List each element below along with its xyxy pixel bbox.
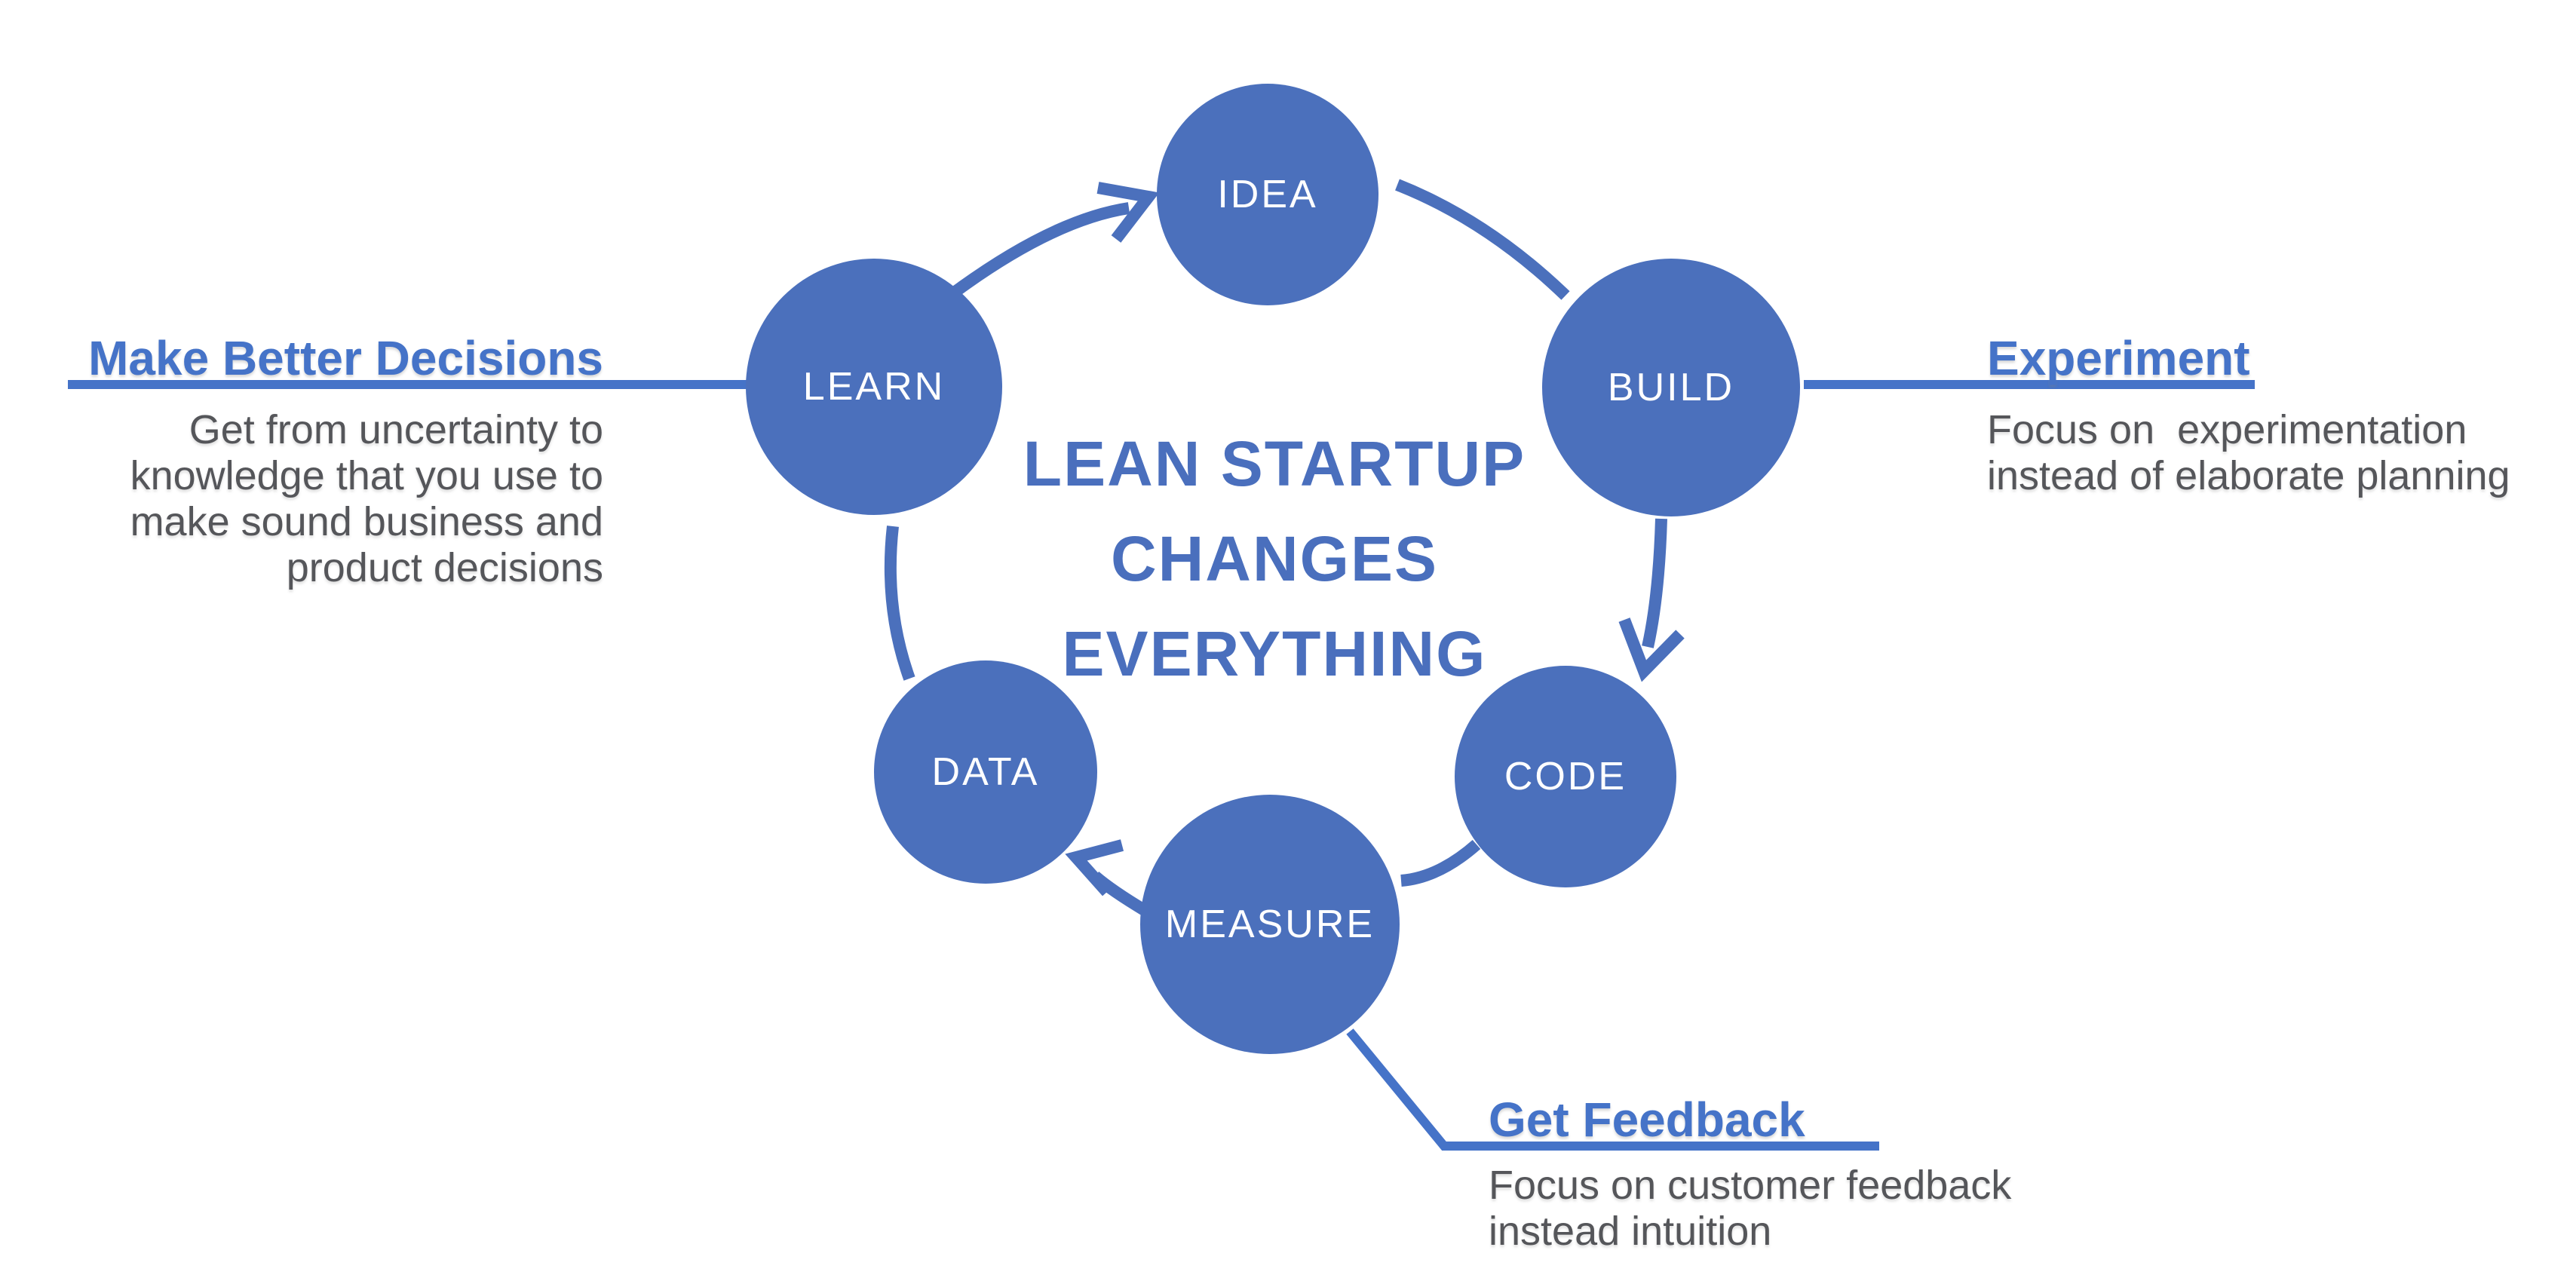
step-circle-build [1542, 259, 1800, 516]
step-label-build: BUILD [1607, 366, 1735, 409]
left-annotation-body-line-2: knowledge that you use to [130, 453, 603, 498]
bottom-annotation-body: Focus on customer feedback instead intui… [1489, 1163, 2062, 1255]
step-label-data: DATA [931, 750, 1040, 794]
connector-idea-to-build [1395, 179, 1570, 300]
step-label-code: CODE [1504, 755, 1627, 798]
step-circle-learn [746, 259, 1002, 515]
step-label-learn: LEARN [802, 365, 946, 409]
bottom-annotation-line [1346, 1028, 1879, 1151]
step-label-idea: IDEA [1217, 173, 1318, 216]
step-circle-measure [1140, 795, 1400, 1054]
step-label-measure: MEASURE [1164, 903, 1375, 946]
page-title: LEAN STARTUP CHANGES EVERYTHING [897, 416, 1651, 701]
arrowhead-build-to-code-icon [1618, 618, 1685, 682]
left-annotation-heading: Make Better Decisions [88, 331, 603, 385]
bottom-annotation-body-line-2: instead intuition [1489, 1209, 1772, 1254]
bottom-annotation-heading: Get Feedback [1489, 1093, 1805, 1147]
arrowhead-measure-to-data-icon [1065, 839, 1124, 896]
arrowhead-learn-to-idea-icon [1096, 182, 1160, 243]
step-circle-idea [1157, 84, 1378, 305]
right-annotation-body: Focus on experimentation instead of elab… [1987, 407, 2575, 499]
connector-build-to-code [1642, 518, 1667, 648]
right-annotation-body-line-2: instead of elaborate planning [1987, 453, 2510, 498]
page-title-line-3: EVERYTHING [1062, 618, 1487, 689]
connector-data-to-learn [884, 526, 915, 681]
left-annotation-body-line-3: make sound business and [130, 499, 603, 544]
right-annotation-heading: Experiment [1987, 331, 2250, 385]
connector-learn-to-idea [952, 202, 1130, 296]
step-circle-data [874, 660, 1097, 884]
page-title-line-1: LEAN STARTUP [1023, 428, 1526, 499]
step-circle-code [1455, 666, 1676, 887]
left-annotation-body-line-1: Get from uncertainty to [189, 407, 603, 452]
right-annotation-body-line-1: Focus on experimentation [1987, 407, 2467, 452]
bottom-annotation-body-line-1: Focus on customer feedback [1489, 1163, 2012, 1208]
left-annotation-body: Get from uncertainty to knowledge that y… [106, 407, 603, 591]
left-annotation-body-line-4: product decisions [286, 545, 603, 590]
connector-code-to-measure [1400, 839, 1481, 887]
page-title-line-2: CHANGES [1110, 523, 1439, 594]
